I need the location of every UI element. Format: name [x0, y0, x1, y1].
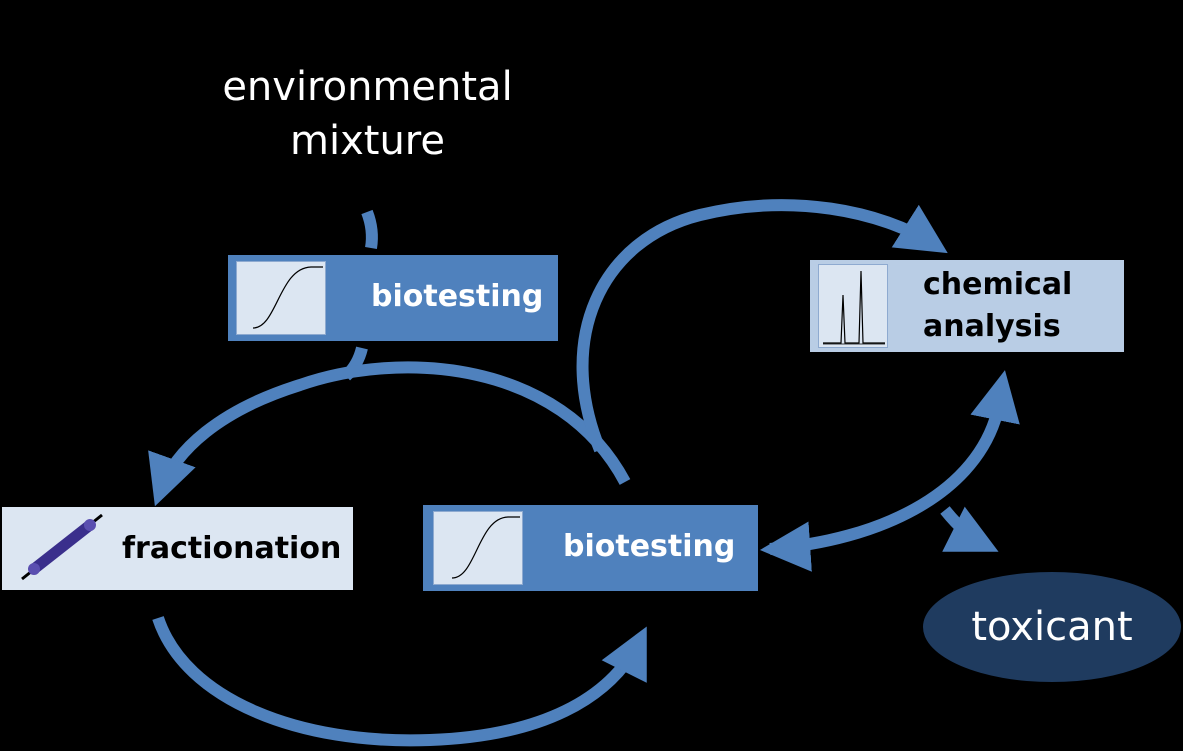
chemical-label-line-1: chemical — [923, 267, 1073, 302]
chemical-analysis-label: chemical analysis — [923, 264, 1072, 348]
dose-response-icon — [236, 261, 326, 335]
arrow-fractionation-to-biotesting — [152, 616, 647, 747]
fractionation-label: fractionation — [122, 531, 342, 566]
chromatography-column-icon — [21, 513, 103, 581]
biotesting-middle-label: biotesting — [563, 529, 736, 564]
title-line-2: mixture — [290, 118, 445, 164]
arrow-chemical-biotesting — [769, 370, 1020, 555]
diagram-title: environmental mixture — [190, 60, 545, 168]
arrow-to-toxicant — [940, 506, 999, 552]
fractionation-box: fractionation — [2, 507, 353, 590]
arrow-chemical-to-biotesting-head — [759, 521, 812, 572]
biotesting-top-label: biotesting — [371, 279, 544, 314]
arrow-mixture-to-biotesting — [361, 209, 378, 249]
biotesting-box-top: biotesting — [228, 255, 558, 341]
biotesting-box-middle: biotesting — [423, 505, 758, 591]
arrow-biotesting-to-chemical — [576, 199, 948, 453]
toxicant-ellipse: toxicant — [923, 572, 1181, 682]
chemical-analysis-box: chemical analysis — [810, 260, 1124, 352]
toxicant-label: toxicant — [971, 604, 1133, 650]
title-line-1: environmental — [222, 64, 513, 110]
chemical-label-line-2: analysis — [923, 309, 1061, 344]
chromatogram-icon — [818, 264, 888, 348]
dose-response-icon — [433, 511, 523, 585]
arrow-to-fractionation — [148, 361, 631, 507]
